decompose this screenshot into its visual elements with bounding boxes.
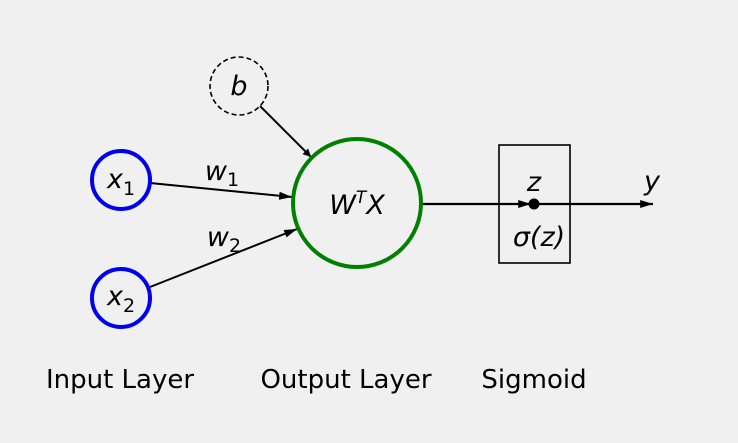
sigmoid-function-label: σ(z) xyxy=(513,222,565,253)
input-node-x1 xyxy=(90,149,152,211)
layer-caption-sigmoid: Sigmoid xyxy=(481,365,586,395)
bias-node xyxy=(209,56,269,116)
input-label-x2: x2 xyxy=(106,281,135,317)
sigmoid-junction-dot xyxy=(528,198,540,210)
layer-caption-input: Input Layer xyxy=(46,365,194,395)
layer-caption-output: Output Layer xyxy=(260,365,431,395)
edge-bias-to-output xyxy=(259,105,312,158)
weight-label-w1: w1 xyxy=(205,156,239,191)
bias-label: b xyxy=(230,71,247,102)
output-y-label: y xyxy=(643,166,661,197)
sigmoid-box xyxy=(498,144,571,264)
sigmoid-z-label: z xyxy=(526,167,542,198)
edge-x1-to-output xyxy=(149,182,293,200)
edge-x2-to-output xyxy=(149,228,298,288)
output-node xyxy=(291,137,423,269)
input-label-x1: x1 xyxy=(106,164,135,200)
weight-label-w2: w2 xyxy=(207,222,241,257)
output-label: WTX xyxy=(329,188,385,221)
input-node-x2 xyxy=(90,267,152,329)
